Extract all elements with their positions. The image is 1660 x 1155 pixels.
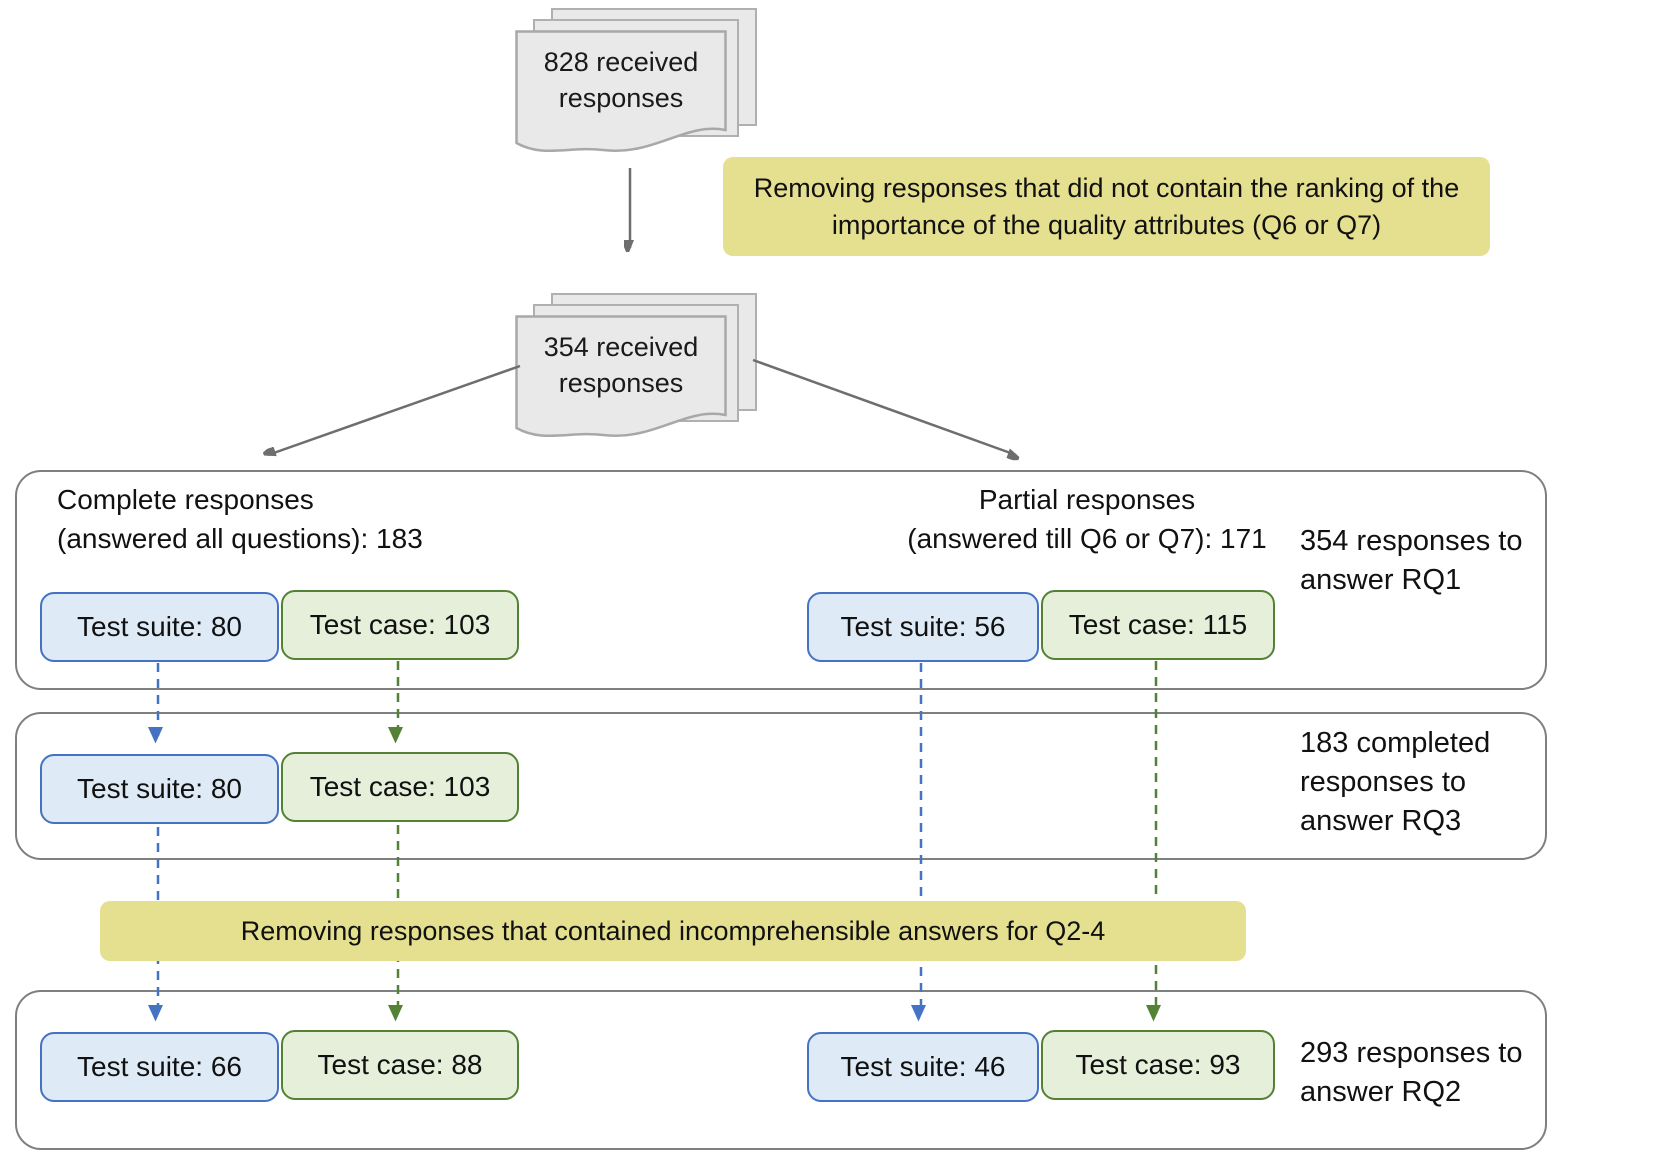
test-suite-box: Test suite: 80: [40, 592, 279, 662]
document-stack-828: 828 received responses: [515, 8, 765, 158]
container-rq1: Complete responses (answered all questio…: [15, 470, 1547, 690]
arrow-354-to-partial: [752, 358, 1016, 455]
rq2-side-label: 293 responses to answer RQ2: [1300, 1037, 1523, 1108]
test-suite-box: Test suite: 46: [807, 1032, 1039, 1102]
complete-responses-header: Complete responses (answered all questio…: [57, 480, 423, 558]
complete-responses-line2: (answered all questions): 183: [57, 523, 423, 554]
complete-responses-line1: Complete responses: [57, 484, 314, 515]
note-removed-ranking-text: Removing responses that did not contain …: [753, 172, 1460, 240]
partial-responses-line1: Partial responses: [978, 484, 1196, 515]
container-rq2: Test suite: 66 Test case: 88 Test suite:…: [15, 990, 1547, 1150]
container-rq3: Test suite: 80 Test case: 103 183 comple…: [15, 712, 1547, 860]
document-page-front-icon: [515, 30, 727, 153]
partial-responses-header: Partial responses (answered till Q6 or Q…: [827, 480, 1347, 558]
test-suite-box: Test suite: 66: [40, 1032, 279, 1102]
test-case-box: Test case: 103: [281, 590, 519, 660]
test-case-box: Test case: 93: [1041, 1030, 1275, 1100]
test-suite-box: Test suite: 56: [807, 592, 1039, 662]
document-page-front-icon: [515, 315, 727, 438]
rq1-side-label: 354 responses to answer RQ1: [1300, 525, 1523, 596]
note-removed-incomprehensible-text: Removing responses that contained incomp…: [240, 915, 1106, 946]
document-stack-label: 828 received responses: [543, 47, 699, 113]
note-removed-ranking: Removing responses that did not contain …: [723, 157, 1490, 256]
arrow-354-to-complete: [268, 364, 521, 457]
note-removed-incomprehensible: Removing responses that contained incomp…: [100, 901, 1246, 961]
test-case-box: Test case: 103: [281, 752, 519, 822]
test-case-box: Test case: 88: [281, 1030, 519, 1100]
document-stack-label: 354 received responses: [543, 332, 699, 398]
test-suite-box: Test suite: 80: [40, 754, 279, 824]
partial-responses-line2: (answered till Q6 or Q7): 171: [907, 523, 1267, 554]
test-case-box: Test case: 115: [1041, 590, 1275, 660]
document-stack-354: 354 received responses: [515, 293, 765, 443]
rq3-side-label: 183 completed responses to answer RQ3: [1300, 727, 1491, 837]
